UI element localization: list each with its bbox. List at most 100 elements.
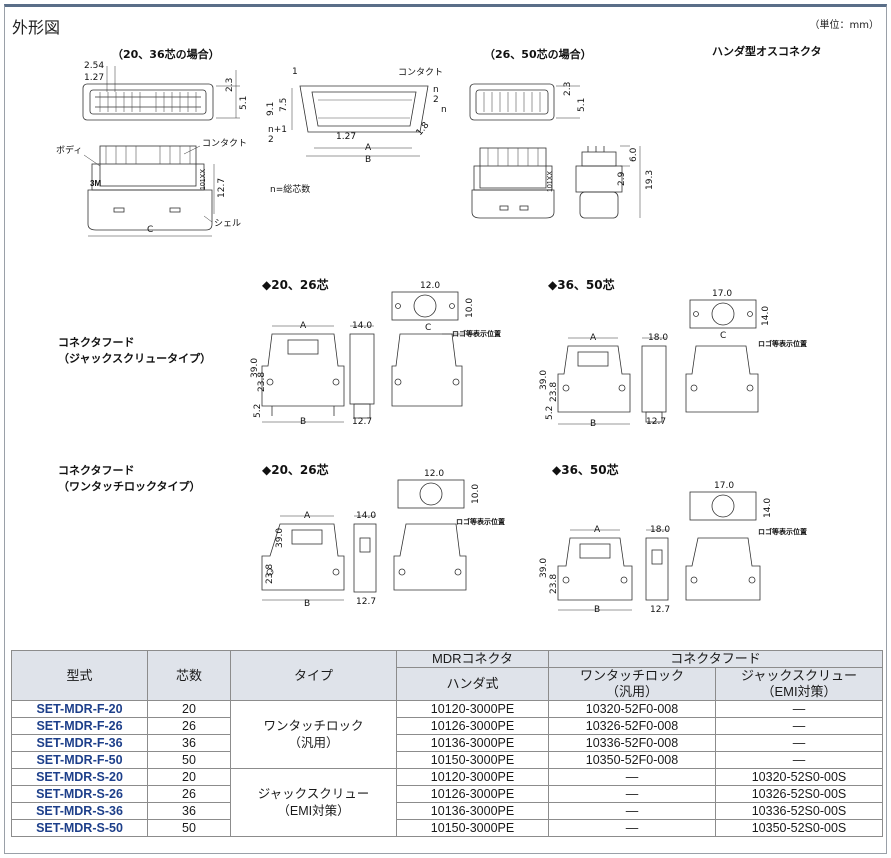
cell-solder: 10126-3000PE [396, 785, 549, 803]
connector-top-view-20-36 [82, 66, 240, 121]
dim-10-jack-2026: 10.0 [465, 298, 475, 318]
cell-cores: 50 [147, 819, 231, 837]
header-mdr-connector: MDRコネクタ [396, 650, 549, 668]
dim-a-middle: A [365, 143, 372, 153]
hood-onetouch-20-26-side [353, 515, 377, 593]
heading-20-26-jack: ◆20、26芯 [262, 277, 329, 292]
cell-onetouch: — [548, 768, 716, 786]
cell-model: SET-MDR-S-26 [11, 785, 148, 803]
hood-jack-36-50-rear [685, 345, 759, 413]
page-title: 外形図 [12, 18, 61, 37]
label-hood-jackscrew: コネクタフード（ジャックスクリュータイプ） [58, 336, 211, 365]
dim-c-jack-2026: C [425, 323, 431, 333]
dim-18-jack-3650: 18.0 [648, 333, 668, 343]
cell-cores: 36 [147, 802, 231, 820]
dim-12-7-jack-3650: 12.7 [646, 417, 666, 427]
dim-5-2-jack-3650: 5.2 [545, 406, 555, 420]
heading-36-50-onetouch: ◆36、50芯 [552, 462, 619, 477]
dim-2-3-right: 2.3 [563, 82, 573, 96]
hood-onetouch-36-50-front [557, 529, 633, 611]
cell-jackscrew: — [714, 700, 884, 718]
header-onetouch: ワンタッチロック（汎用） [548, 667, 716, 701]
part-mark-right: 101XX [547, 171, 554, 192]
dim-12-jack-2026: 12.0 [420, 281, 440, 291]
cell-solder: 10120-3000PE [396, 700, 549, 718]
dim-1-27: 1.27 [84, 73, 104, 83]
cell-model: SET-MDR-S-20 [11, 768, 148, 786]
hood-onetouch-20-26-top [397, 479, 465, 509]
cell-jackscrew: 10326-52S0-00S [714, 785, 884, 803]
hood-jack-20-26-front [261, 325, 345, 423]
pin-label-1: 1 [292, 67, 298, 77]
unit-note: （単位：mm） [809, 20, 879, 31]
dim-5-1-left: 5.1 [239, 96, 249, 110]
cell-type: ワンタッチロック（汎用） [230, 700, 397, 769]
cell-model: SET-MDR-F-20 [11, 700, 148, 718]
dim-12-7-left: 12.7 [217, 178, 227, 198]
dim-14-jack-3650: 14.0 [761, 306, 771, 326]
cell-jackscrew: 10336-52S0-00S [714, 802, 884, 820]
dim-12-7-onetouch-3650: 12.7 [650, 605, 670, 615]
hood-jack-20-26-top [391, 291, 459, 321]
cell-jackscrew: 10320-52S0-00S [714, 768, 884, 786]
cell-model: SET-MDR-S-36 [11, 802, 148, 820]
caption-26-50: （26、50芯の場合） [484, 47, 592, 61]
caption-20-36: （20、36芯の場合） [112, 47, 220, 61]
dim-a-onetouch-2026: A [304, 511, 311, 521]
header-solder: ハンダ式 [396, 667, 549, 701]
dim-23-8-jack-3650: 23.8 [549, 382, 559, 402]
dim-23-8-jack-2026: 23.8 [257, 372, 267, 392]
dim-17-jack-3650: 17.0 [712, 289, 732, 299]
label-shell: シェル [214, 219, 241, 229]
connector-end-view [575, 145, 641, 219]
cell-cores: 36 [147, 734, 231, 752]
cell-onetouch: — [548, 785, 716, 803]
cell-solder: 10136-3000PE [396, 734, 549, 752]
cell-model: SET-MDR-S-50 [11, 819, 148, 837]
part-mark-left: 101XX [200, 169, 207, 190]
cell-model: SET-MDR-F-26 [11, 717, 148, 735]
cell-solder: 10150-3000PE [396, 819, 549, 837]
dim-5-1-right: 5.1 [577, 98, 587, 112]
logo-position-onetouch-2026: ロゴ等表示位置 [456, 517, 505, 526]
cell-model: SET-MDR-F-50 [11, 751, 148, 769]
outline-drawings: （20、36芯の場合） （26、50芯の場合） ハンダ型オスコネクタ 2.54 … [56, 44, 822, 615]
cell-onetouch: — [548, 819, 716, 837]
cell-jackscrew: — [714, 734, 884, 752]
dim-b-onetouch-2026: B [304, 599, 310, 609]
dim-14-onetouch-3650: 14.0 [763, 498, 773, 518]
dim-2-3-left: 2.3 [225, 78, 235, 92]
dim-c-left: C [147, 225, 153, 235]
dim-39-jack-2026: 39.0 [250, 358, 260, 378]
dim-39-onetouch-2026: 39.0 [275, 528, 285, 548]
dim-9-1: 9.1 [266, 102, 276, 116]
dim-b-middle: B [365, 155, 371, 165]
hood-jack-36-50-side [641, 337, 667, 423]
logo-position-onetouch-3650: ロゴ等表示位置 [758, 527, 807, 536]
header-jackscrew: ジャックスクリュー（EMI対策） [714, 667, 884, 701]
hood-onetouch-36-50-top [689, 491, 757, 521]
dim-18-onetouch-3650: 18.0 [650, 525, 670, 535]
spec-table: 型式 芯数 タイプ MDRコネクタ コネクタフード ハンダ式 ワンタッチロック（… [11, 650, 884, 837]
dim-7-5: 7.5 [279, 98, 289, 112]
dim-23-8-onetouch-3650: 23.8 [549, 574, 559, 594]
label-contact-middle: コンタクト [398, 67, 443, 78]
dim-23-8-onetouch-2026: 23.8 [265, 564, 275, 584]
header-connector-hood: コネクタフード [547, 650, 884, 668]
cell-cores: 26 [147, 785, 231, 803]
dim-5-2-jack-2026: 5.2 [253, 404, 263, 418]
hood-onetouch-20-26-front [261, 515, 345, 601]
dim-10-onetouch-2026: 10.0 [471, 484, 481, 504]
label-body: ボディ [56, 144, 82, 156]
dim-b-onetouch-3650: B [594, 605, 600, 615]
header-cores: 芯数 [147, 650, 231, 701]
